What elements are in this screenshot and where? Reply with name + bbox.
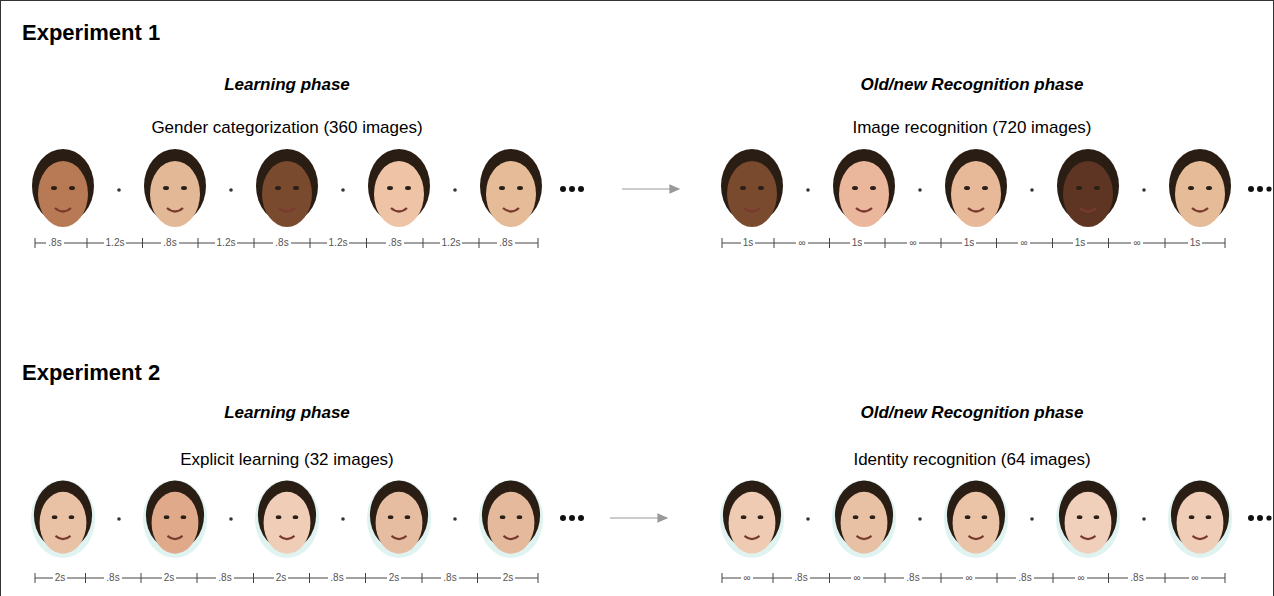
face-photos bbox=[32, 149, 1231, 227]
face-photos bbox=[31, 480, 1232, 558]
timing-label: .8s bbox=[441, 572, 458, 584]
timing-label: ∞ bbox=[1075, 572, 1086, 584]
timing-label: ∞ bbox=[796, 237, 807, 249]
timing-label: ∞ bbox=[907, 237, 918, 249]
timing-label: .8s bbox=[161, 237, 178, 249]
timing-label: 1.2s bbox=[104, 237, 127, 249]
timing-label: 2s bbox=[162, 572, 177, 584]
experiment-heading: Experiment 2 bbox=[22, 360, 160, 385]
timing-label: ∞ bbox=[851, 572, 862, 584]
timing-label: 2s bbox=[274, 572, 289, 584]
task-label: Image recognition (720 images) bbox=[852, 118, 1091, 138]
timing-label: 2s bbox=[53, 572, 68, 584]
task-label: Gender categorization (360 images) bbox=[151, 118, 422, 138]
timing-label: 1s bbox=[962, 237, 977, 249]
phase-heading: Learning phase bbox=[224, 403, 350, 423]
timing-label: ∞ bbox=[1189, 572, 1200, 584]
timing-label: .8s bbox=[328, 572, 345, 584]
timing-label: 1s bbox=[1073, 237, 1088, 249]
timing-label: ∞ bbox=[963, 572, 974, 584]
timing-label: .8s bbox=[904, 572, 921, 584]
timing-label: .8s bbox=[497, 237, 514, 249]
phase-heading: Learning phase bbox=[224, 75, 350, 95]
ellipsis-dots bbox=[560, 186, 1272, 521]
timing-label: 1.2s bbox=[215, 237, 238, 249]
phase-heading: Old/new Recognition phase bbox=[861, 75, 1084, 95]
timing-label: .8s bbox=[792, 572, 809, 584]
separator-dots bbox=[117, 188, 1146, 521]
task-label: Explicit learning (32 images) bbox=[180, 450, 394, 470]
phase-heading: Old/new Recognition phase bbox=[861, 403, 1084, 423]
timing-label: 1.2s bbox=[440, 237, 463, 249]
timeline bbox=[35, 238, 1225, 583]
timing-label: 1s bbox=[850, 237, 865, 249]
timing-label: 1.2s bbox=[327, 237, 350, 249]
timing-label: .8s bbox=[1128, 572, 1145, 584]
timing-label: ∞ bbox=[741, 572, 752, 584]
timing-label: ∞ bbox=[1018, 237, 1029, 249]
timing-label: 2s bbox=[387, 572, 402, 584]
timing-label: .8s bbox=[386, 237, 403, 249]
timing-label: ∞ bbox=[1131, 237, 1142, 249]
timing-label: 2s bbox=[501, 572, 516, 584]
timing-label: .8s bbox=[46, 237, 63, 249]
timing-label: 1s bbox=[741, 237, 756, 249]
timing-label: .8s bbox=[1016, 572, 1033, 584]
timing-label: .8s bbox=[104, 572, 121, 584]
phase-arrows bbox=[610, 189, 679, 518]
experiment-heading: Experiment 1 bbox=[22, 20, 160, 45]
timing-label: 1s bbox=[1188, 237, 1203, 249]
timing-label: .8s bbox=[273, 237, 290, 249]
timing-label: .8s bbox=[216, 572, 233, 584]
task-label: Identity recognition (64 images) bbox=[853, 450, 1090, 470]
